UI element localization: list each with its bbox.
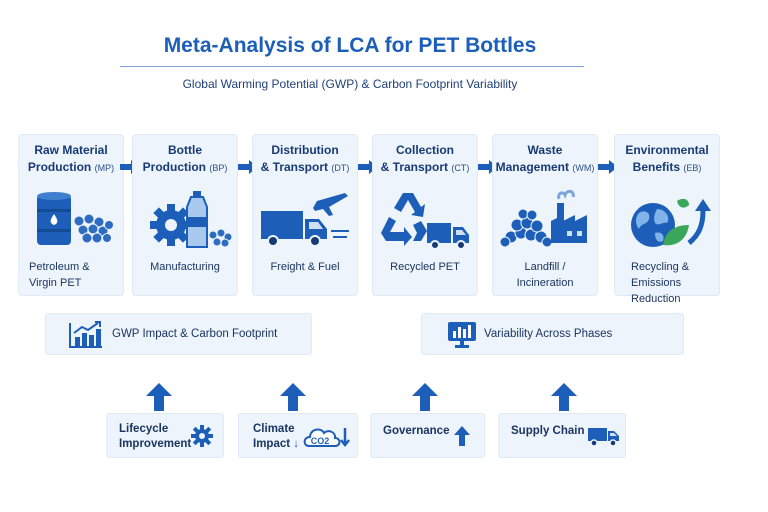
- phase-caption: Recycled PET: [390, 261, 460, 273]
- down-arrow-icon: ↓: [293, 438, 300, 450]
- factor-label: Lifecycle Improvement: [119, 422, 191, 452]
- truck-plane-icon: [261, 193, 349, 247]
- gear-bottle-icon: [150, 191, 233, 248]
- phase-title-line2: Production: [142, 160, 206, 174]
- phase-card-raw-material: Raw Material Production (MP) Petroleum &…: [18, 134, 124, 296]
- summary-label: Variability Across Phases: [484, 328, 613, 340]
- phase-title: Waste Management (WM): [493, 142, 597, 177]
- up-arrow-icon: [551, 383, 577, 411]
- factor-label-line2: Impact: [253, 438, 291, 450]
- phase-title-line1: Collection: [395, 143, 454, 157]
- phase-title-line2: & Transport: [260, 160, 328, 174]
- phase-title-line1: Environmental: [625, 143, 709, 157]
- phase-card-waste-management: Waste Management (WM) Landfill / Inciner…: [492, 134, 598, 296]
- factor-climate-impact: Climate Impact ↓ CO2: [238, 413, 358, 458]
- summary-label: GWP Impact & Carbon Footprint: [112, 328, 278, 340]
- factor-label: Climate Impact ↓: [253, 422, 299, 452]
- phase-title: Bottle Production (BP): [133, 142, 237, 177]
- title-divider: [120, 66, 584, 67]
- phase-title: Raw Material Production (MP): [19, 142, 123, 177]
- truck-icon: [588, 428, 619, 447]
- phase-abbr: (BP): [209, 163, 228, 173]
- up-arrow-icon: [146, 383, 172, 411]
- landfill-factory-icon: [499, 189, 587, 248]
- phase-caption: Landfill / Incineration: [516, 261, 574, 289]
- monitor-chart-icon: [448, 322, 476, 348]
- factor-label-line2: Improvement: [119, 438, 192, 450]
- phase-title-line1: Waste: [527, 143, 563, 157]
- phase-card-collection: Collection & Transport (CT) Recycled PET: [372, 134, 478, 296]
- up-arrow-icon: [280, 383, 306, 411]
- phase-abbr: (WM): [572, 163, 595, 173]
- phase-title-line1: Bottle: [168, 143, 202, 157]
- phase-title: Distribution & Transport (DT): [253, 142, 357, 177]
- phase-title: Environmental Benefits (EB): [615, 142, 719, 177]
- phase-title-line2: Production: [27, 160, 92, 174]
- page-title: Meta-Analysis of LCA for PET Bottles: [163, 34, 537, 57]
- factor-label-line1: Governance: [383, 425, 450, 437]
- phase-title-line1: Distribution: [271, 143, 339, 157]
- page-subtitle: Global Warming Potential (GWP) & Carbon …: [182, 77, 518, 91]
- summary-gwp-impact: GWP Impact & Carbon Footprint: [45, 313, 312, 355]
- co2-badge-text: CO2: [311, 436, 330, 446]
- factor-lifecycle-improvement: Lifecycle Improvement: [106, 413, 224, 458]
- summary-variability: Variability Across Phases: [421, 313, 684, 355]
- phase-card-environmental-benefits: Environmental Benefits (EB) Recycling & …: [614, 134, 720, 305]
- phase-title-line2: & Transport: [380, 160, 448, 174]
- recycle-truck-icon: [381, 193, 469, 250]
- factor-supply-chain: Supply Chain: [498, 413, 626, 458]
- oil-barrel-pellets-icon: [37, 192, 114, 245]
- factor-label-line1: Climate: [253, 423, 295, 435]
- co2-cloud-icon: CO2: [303, 428, 350, 448]
- phase-title-line2: Benefits: [632, 160, 680, 174]
- phase-caption: Petroleum & Virgin PET: [29, 261, 90, 289]
- phase-caption: Recycling & Emissions Reduction: [631, 261, 690, 305]
- factor-label-line1: Lifecycle: [119, 423, 169, 435]
- arrow-up-icon: [454, 426, 470, 446]
- phase-abbr: (DT): [331, 163, 350, 173]
- phase-caption: Freight & Fuel: [270, 261, 340, 273]
- phase-card-bottle-production: Bottle Production (BP) Manufacturing: [132, 134, 238, 296]
- globe-leaf-icon: [631, 198, 711, 247]
- phase-abbr: (CT): [451, 163, 470, 173]
- factor-governance: Governance: [370, 413, 485, 458]
- up-arrow-icon: [412, 383, 438, 411]
- phase-title: Collection & Transport (CT): [373, 142, 477, 177]
- flow-arrow-icon: [598, 160, 618, 174]
- phase-title-line1: Raw Material: [34, 143, 108, 157]
- factor-label: Governance: [383, 424, 449, 439]
- phase-abbr: (MP): [94, 163, 115, 173]
- factor-label: Supply Chain: [511, 424, 584, 439]
- phase-card-distribution: Distribution & Transport (DT) Freight & …: [252, 134, 358, 296]
- phase-abbr: (EB): [683, 163, 702, 173]
- phase-caption: Manufacturing: [150, 261, 220, 273]
- gear-icon: [191, 425, 213, 447]
- factor-label-line1: Supply Chain: [511, 425, 585, 437]
- phase-title-line2: Management: [495, 160, 569, 174]
- bar-chart-trend-icon: [69, 321, 102, 348]
